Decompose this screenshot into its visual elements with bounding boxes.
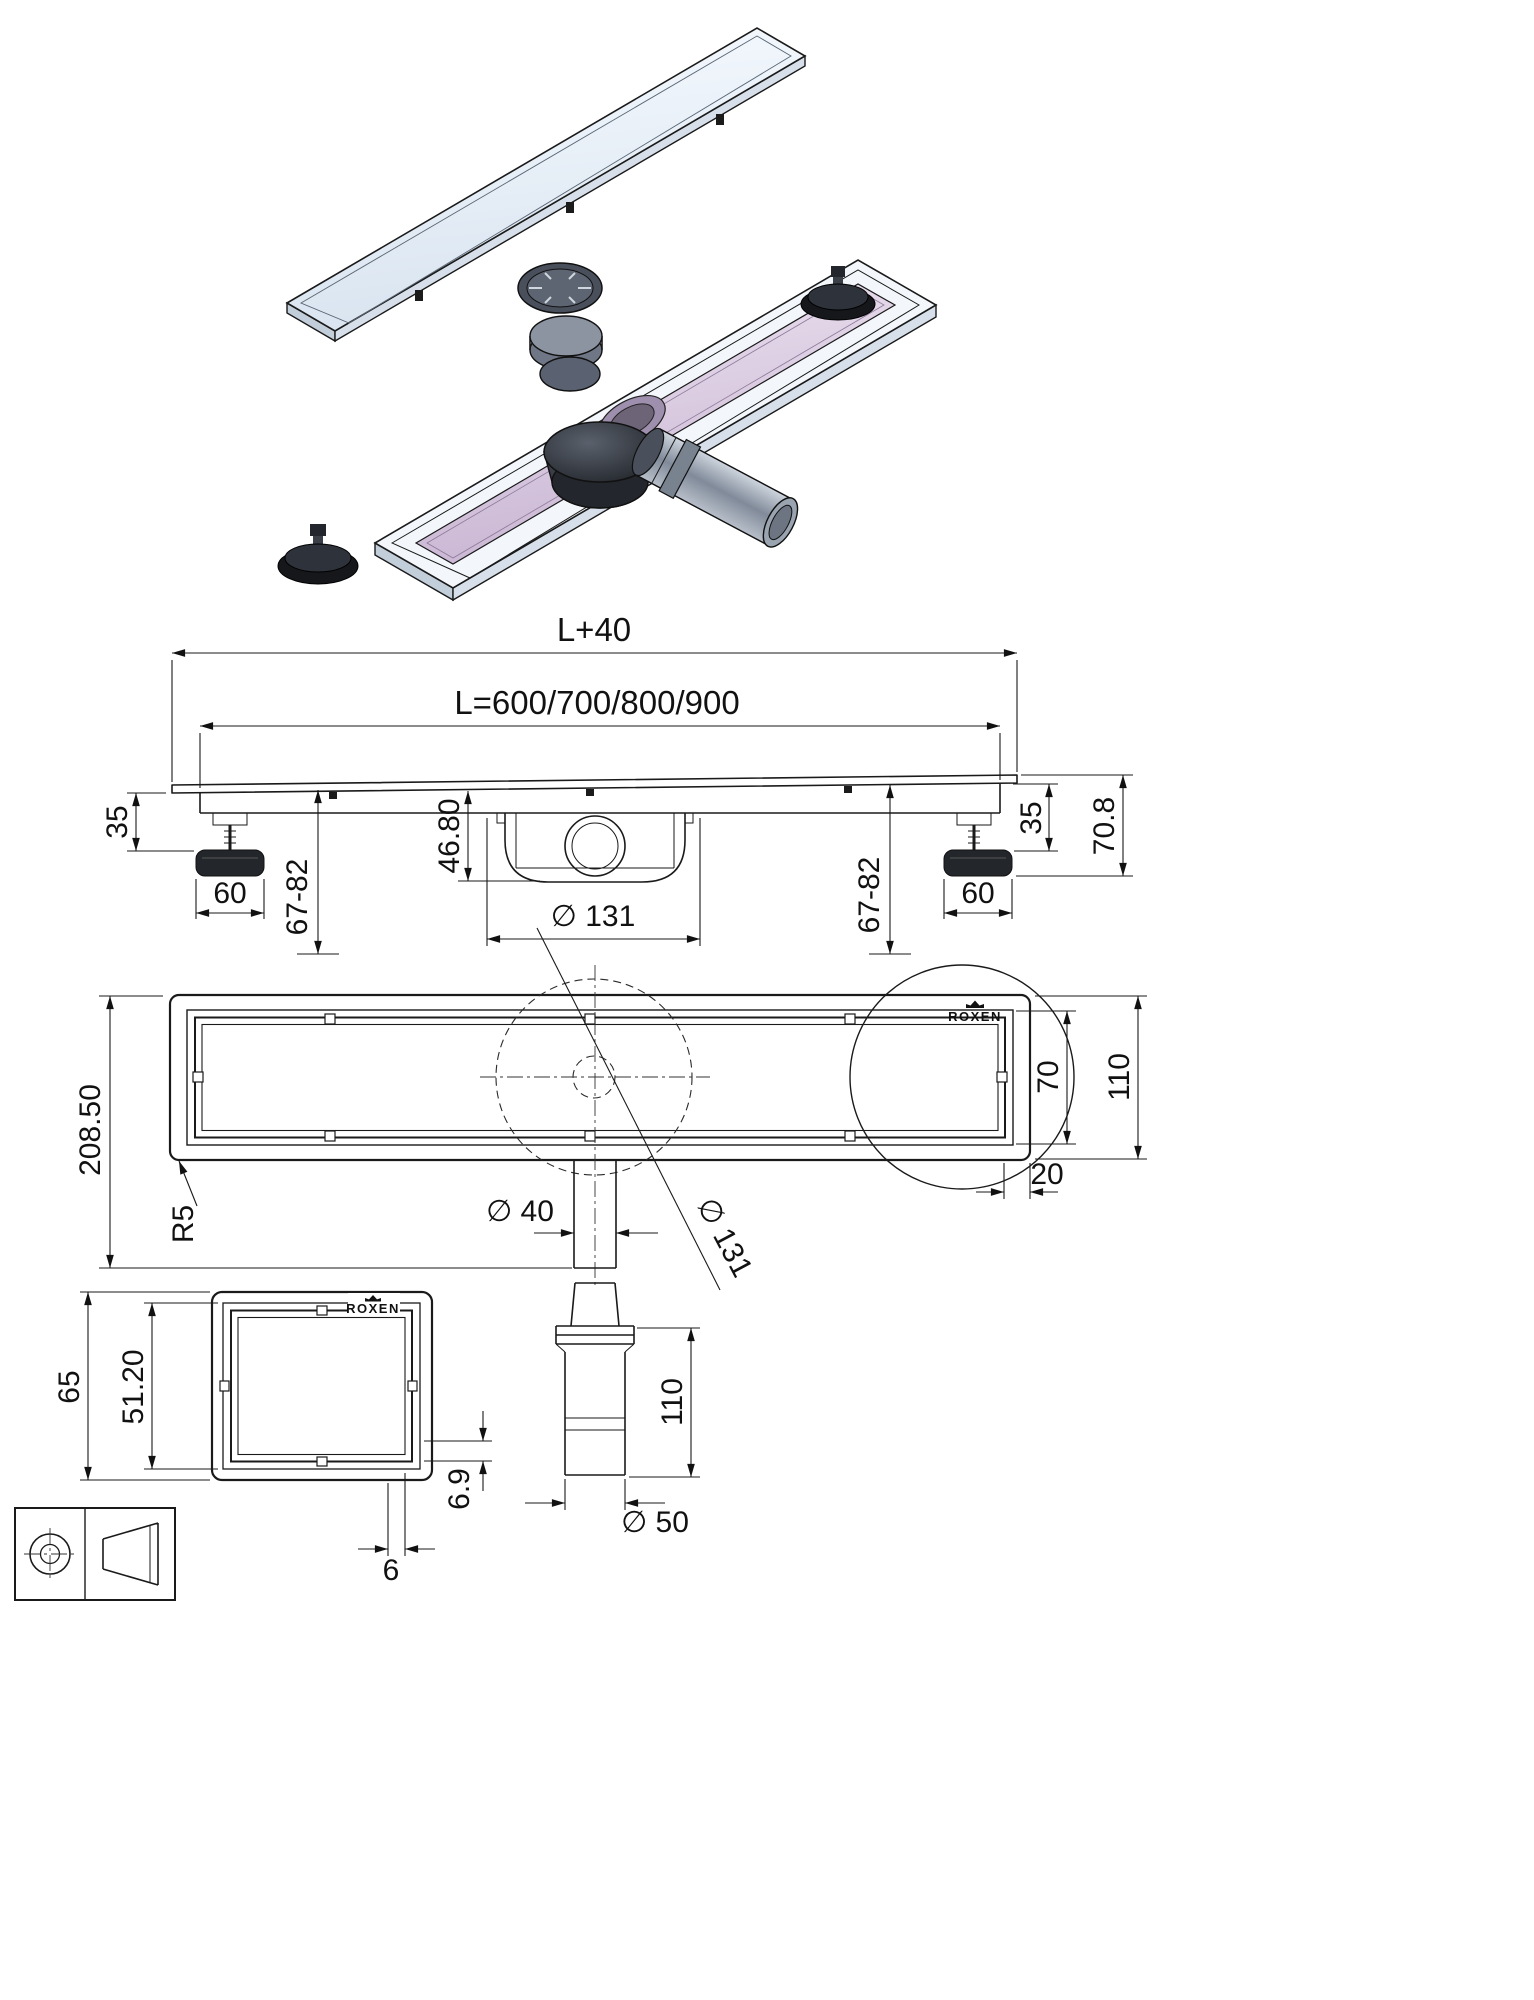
projection-cone-icon [102, 1522, 159, 1586]
pipe-body [555, 1282, 635, 1476]
brand-name: ROXEN [948, 1009, 1002, 1024]
dim-51-20-label: 51.20 [117, 1349, 150, 1424]
dim-67-82-left: 67-82 [281, 790, 339, 955]
foot-left [277, 524, 359, 585]
front-elevation-view: L+40 L=600/700/800/900 35 60 67-82 46.80 [101, 611, 1133, 955]
dim-35-right: 35 [1013, 783, 1058, 852]
projection-symbol [14, 1507, 176, 1601]
dim-20-plan-label: 20 [1030, 1158, 1063, 1191]
dim-20-plan: 20 [976, 1158, 1064, 1199]
dim-208-50: 208.50 [74, 995, 572, 1269]
dim-70-8-label: 70.8 [1088, 797, 1121, 855]
dim-67-82-right: 67-82 [853, 785, 911, 955]
dim-total-length-label: L+40 [557, 611, 631, 648]
dim-46-80-label: 46.80 [433, 798, 466, 873]
dim-50-label: ∅ 50 [621, 1506, 689, 1539]
dim-67-82-left-label: 67-82 [281, 859, 314, 936]
dim-70-plan-label: 70 [1032, 1060, 1065, 1093]
dim-51-20: 51.20 [117, 1302, 218, 1470]
foot-right [800, 266, 876, 321]
front-profile [171, 774, 1018, 814]
dim-total-length: L+40 [171, 611, 1018, 782]
dim-6-9-label: 6.9 [443, 1468, 476, 1510]
dim-50: ∅ 50 [525, 1479, 689, 1539]
dim-40-plan-label: ∅ 40 [486, 1195, 554, 1228]
outlet-pipe-detail: 110 ∅ 50 [525, 1282, 700, 1539]
dim-110-pipe: 110 [629, 1327, 700, 1478]
dim-length-options-label: L=600/700/800/900 [454, 684, 739, 721]
plan-view: ROXEN 208.50 110 70 20 R5 [74, 927, 1147, 1291]
brand-logo-plan: ROXEN [948, 1000, 1002, 1024]
end-view: ROXEN 65 51.20 6 6.9 [53, 1290, 492, 1587]
front-foot-left [195, 812, 265, 877]
dim-70-plan: 70 [1016, 1010, 1076, 1145]
dim-r5-label: R5 [167, 1205, 200, 1243]
dim-6: 6 [358, 1473, 435, 1587]
front-trap [496, 812, 694, 883]
dim-110-plan-label: 110 [1103, 1053, 1136, 1101]
dim-110-plan: 110 [1035, 995, 1147, 1160]
dim-46-80: 46.80 [433, 791, 540, 882]
brand-logo-end: ROXEN [346, 1295, 400, 1316]
dim-6-9: 6.9 [424, 1411, 492, 1510]
front-foot-right [943, 812, 1013, 877]
dim-35-left: 35 [101, 792, 194, 852]
siphon-stack [517, 262, 603, 392]
dim-110-pipe-label: 110 [656, 1378, 689, 1426]
dim-40-plan: ∅ 40 [486, 1195, 658, 1237]
plan-body: ROXEN [168, 964, 1075, 1287]
dim-6-label: 6 [383, 1554, 400, 1587]
dim-length-options: L=600/700/800/900 [199, 684, 1001, 788]
outlet-pipe [631, 427, 799, 548]
dim-131-front-label: ∅ 131 [551, 900, 636, 933]
brand-name: ROXEN [346, 1301, 400, 1316]
dim-131-plan-label: ∅ 131 [690, 1192, 759, 1282]
dim-67-82-right-label: 67-82 [853, 857, 886, 934]
detail-circle [849, 964, 1075, 1190]
dim-65-label: 65 [53, 1370, 86, 1403]
dim-131-front: ∅ 131 [486, 818, 701, 946]
dim-60-left-label: 60 [213, 877, 246, 910]
dim-60-left: 60 [195, 877, 265, 919]
crown-icon [966, 1000, 984, 1008]
dim-35-right-label: 35 [1015, 801, 1048, 834]
crown-icon [365, 1295, 381, 1302]
dim-208-50-label: 208.50 [74, 1084, 107, 1176]
projection-circle-icon [24, 1528, 76, 1580]
end-body: ROXEN [210, 1290, 434, 1482]
dim-60-right: 60 [943, 877, 1013, 919]
dim-60-right-label: 60 [961, 877, 994, 910]
dim-65: 65 [53, 1291, 210, 1481]
dim-r5: R5 [167, 1160, 200, 1243]
cover-plate [285, 27, 807, 343]
dim-70-8: 70.8 [1016, 774, 1133, 877]
dim-35-left-label: 35 [101, 805, 134, 838]
iso-exploded-view [277, 27, 938, 602]
